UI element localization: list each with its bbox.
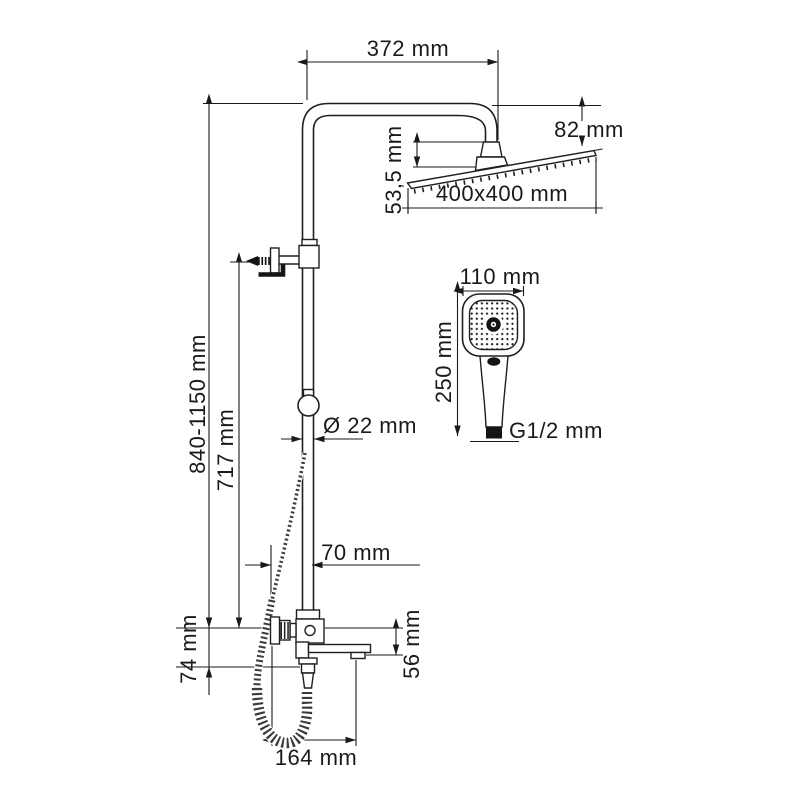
handle-stem [289,622,297,638]
spout-mount [295,641,310,659]
rain-shower-head [406,149,597,190]
shower-hose [251,452,314,749]
rain-head-nozzles [413,156,597,194]
spout-aerator [350,651,366,660]
shower-column [246,102,597,611]
label-arm-width: 372 mm [367,36,449,61]
label-mixer-depth: 164 mm [275,745,357,770]
dimension-labels: 372 mm 53,5 mm 82 mm 400x400 mm 110 mm 2… [176,36,624,770]
label-column-height: 840-1150 mm [185,334,210,474]
hand-shower [461,293,525,439]
thread-connector [486,427,502,439]
label-head-offset: 82 mm [554,117,624,142]
riser-pipe-inner [312,114,487,611]
mixer-top-collar [295,609,321,620]
dimension-lines [176,50,603,746]
outlet-body [300,663,316,674]
head-connector-upper [479,141,503,158]
slider-knob [297,388,320,417]
label-handshower-length: 250 mm [431,321,456,403]
label-handshower-thread: G1/2 mm [509,418,603,443]
handle-end-plate [269,616,281,645]
label-mixer-drop: 74 mm [176,614,201,684]
hose-cone [301,672,315,689]
mode-button [487,357,501,366]
label-pipe-diameter: Ø 22 mm [323,413,417,438]
diverter-dot [304,624,316,637]
label-spout-offset-top: 70 mm [321,540,391,565]
riser-pipe-outer [301,102,498,611]
label-upper-column-height: 717 mm [213,409,238,491]
outlet-nut [298,657,318,665]
label-head-size: 400x400 mm [436,181,568,206]
spout [307,643,372,654]
mixer-assembly [269,609,372,689]
wall-bracket [246,238,320,277]
head-connector-lower [474,156,509,172]
wall-anchor-arrow [246,256,258,266]
label-handshower-width: 110 mm [460,264,541,289]
bracket-hook [258,264,286,277]
label-head-drop: 53,5 mm [381,125,406,214]
label-spout-drop: 56 mm [399,609,424,679]
